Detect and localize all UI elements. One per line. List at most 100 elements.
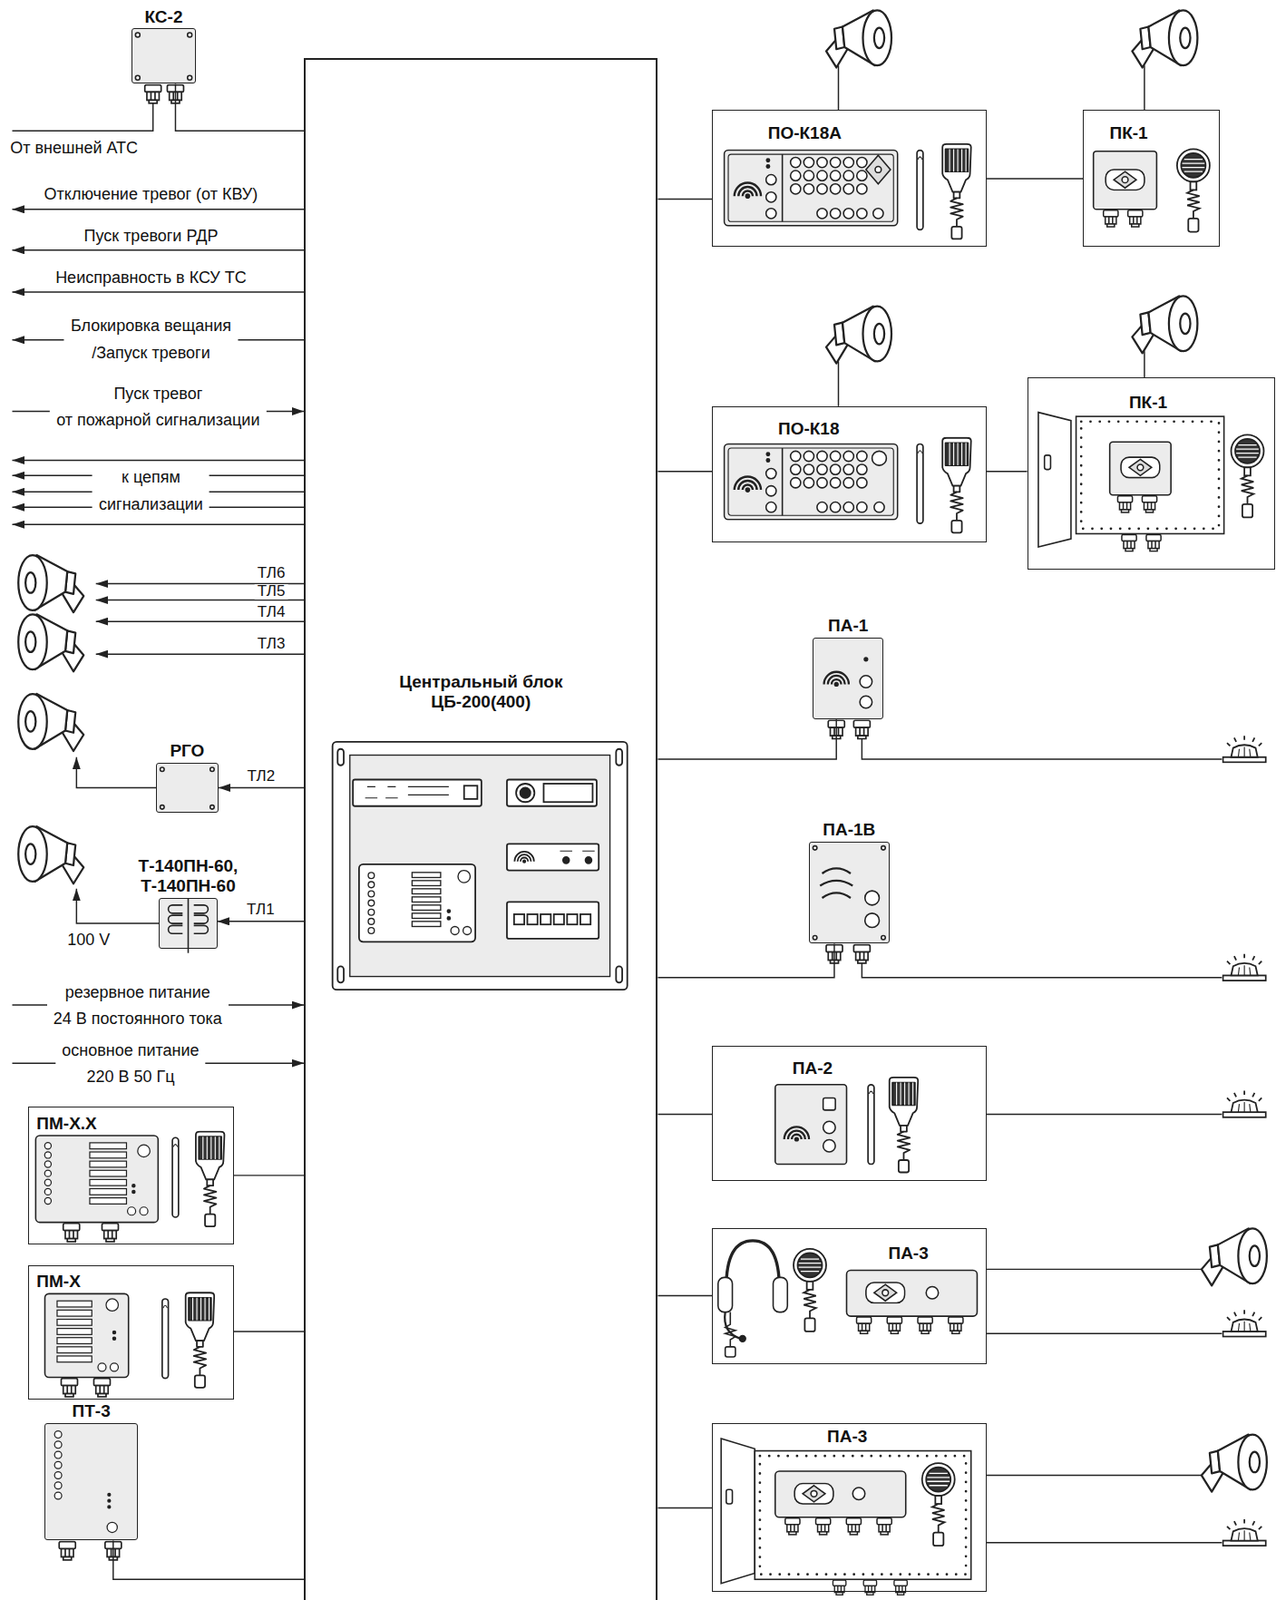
device-box: Т-140ПН-60, Т-140ПН-60 — [158, 897, 217, 949]
signal-wire — [11, 291, 304, 293]
operator-panel-drawing — [866, 155, 891, 184]
ks2-junction-box — [131, 29, 196, 104]
connector — [657, 1113, 712, 1115]
pa3-unit-drawing — [726, 1489, 733, 1504]
left-side-devices — [54, 1431, 117, 1533]
left-side-devices — [54, 1431, 62, 1439]
left-side-devices — [57, 1355, 92, 1363]
left-side-devices — [106, 1298, 118, 1311]
left-side-devices — [107, 1505, 111, 1509]
line-name: ТЛ4 — [254, 604, 289, 621]
central-unit-drawing — [514, 851, 534, 864]
light-beacon — [1223, 1090, 1267, 1118]
central-unit-frame: Центральный блок ЦБ-200(400) — [303, 58, 658, 1600]
central-unit-drawing — [411, 888, 440, 895]
device-box: КС-2 — [131, 28, 196, 84]
horn-loudspeaker — [18, 693, 84, 751]
subscriber-unit-drawing — [853, 944, 870, 964]
call-station-drawing — [1146, 534, 1161, 551]
signal-label: Блокировка вещания /Запуск тревоги — [64, 312, 238, 366]
connector — [657, 944, 835, 978]
left-side-devices — [101, 1223, 118, 1242]
ks2-junction-box — [135, 32, 140, 38]
subscriber-unit-drawing — [864, 657, 868, 662]
subscriber-unit-drawing — [819, 867, 853, 898]
signal-wire — [11, 524, 304, 526]
left-side-devices — [44, 1142, 51, 1150]
central-unit-drawing — [563, 857, 570, 864]
subscriber-unit-drawing — [867, 1084, 875, 1165]
signal-wire — [11, 65, 1222, 1543]
left-side-devices — [57, 1298, 118, 1372]
central-unit-drawing — [411, 921, 440, 927]
central-unit-drawing — [447, 916, 450, 920]
central-unit-drawing — [352, 779, 482, 807]
left-side-devices — [113, 1336, 117, 1340]
pa3-unit-drawing — [922, 1462, 955, 1546]
signal-wire — [96, 599, 304, 601]
call-station-drawing — [1231, 434, 1265, 517]
line-label: ТЛ1 — [243, 902, 278, 918]
central-unit-drawing — [447, 909, 450, 913]
left-side-devices — [57, 1309, 92, 1316]
equipment-name: ПК-1 — [1129, 392, 1168, 413]
equipment-name: ПА-1 — [827, 615, 868, 636]
left-side-devices — [172, 1137, 179, 1218]
subscriber-unit-drawing — [812, 637, 884, 720]
pa3-unit-drawing — [925, 1285, 938, 1298]
pa3-unit-drawing — [725, 1346, 736, 1357]
pa3-unit-drawing — [886, 1316, 902, 1334]
subscriber-unit-drawing — [808, 841, 890, 944]
left-side-devices — [58, 1541, 76, 1560]
pa3-unit-drawing — [754, 1451, 971, 1580]
operator-panel-drawing — [942, 438, 971, 534]
left-side-devices — [44, 1160, 51, 1168]
subscriber-unit-drawing — [775, 1084, 848, 1165]
operator-panel-drawing — [942, 144, 971, 240]
central-unit-drawing — [585, 857, 593, 864]
signal-wire — [986, 1332, 1223, 1334]
left-side-devices — [89, 1198, 127, 1205]
left-side-devices — [35, 1135, 158, 1223]
left-side-devices — [187, 897, 190, 954]
signal-wire — [837, 65, 839, 110]
left-side-devices — [44, 1169, 51, 1177]
subscriber-unit-drawing — [889, 1077, 918, 1173]
equipment-name: Центральный блок ЦБ-200(400) — [305, 672, 656, 712]
operator-panel-drawing — [875, 166, 882, 174]
connector — [657, 1295, 712, 1296]
left-side-devices — [132, 1189, 136, 1193]
signal-wire — [1143, 65, 1145, 110]
left-side-devices — [44, 1142, 150, 1216]
central-unit-drawing — [506, 779, 597, 807]
subscriber-unit-drawing — [823, 1139, 836, 1152]
subscriber-unit-drawing — [823, 1097, 836, 1110]
pa3-unit-drawing — [866, 1282, 906, 1303]
ks2-junction-box — [187, 32, 193, 38]
subscriber-unit-drawing — [823, 1120, 836, 1133]
equipment-frame: ПА-3 — [711, 1227, 987, 1364]
central-unit-drawing — [337, 965, 344, 983]
line-name: ТЛ5 — [254, 584, 289, 600]
call-station-drawing — [1177, 148, 1210, 232]
equipment-name: ПТ-3 — [72, 1401, 111, 1422]
left-side-devices — [44, 1422, 137, 1540]
central-unit-drawing — [580, 914, 591, 925]
signal-wire — [986, 1113, 1223, 1115]
light-beacon — [1223, 1519, 1267, 1546]
pa3-unit-drawing — [785, 1518, 800, 1535]
device-box: ПА-1В — [808, 841, 890, 944]
subscriber-unit-drawing — [859, 695, 872, 708]
operator-panel-drawing — [872, 450, 887, 466]
equipment-frame: ПК-1 — [1027, 377, 1276, 569]
subscriber-unit-drawing — [775, 637, 918, 1172]
operator-panel-drawing — [724, 144, 972, 534]
ks2-junction-box — [131, 29, 196, 85]
left-side-devices — [113, 1331, 117, 1335]
central-unit-drawing — [463, 925, 472, 935]
operator-panel-drawing — [724, 443, 898, 519]
equipment-frame: ПО-К18А — [711, 109, 987, 247]
left-side-devices — [54, 1481, 62, 1490]
signal-wire — [11, 459, 304, 461]
central-unit-drawing — [332, 741, 628, 990]
